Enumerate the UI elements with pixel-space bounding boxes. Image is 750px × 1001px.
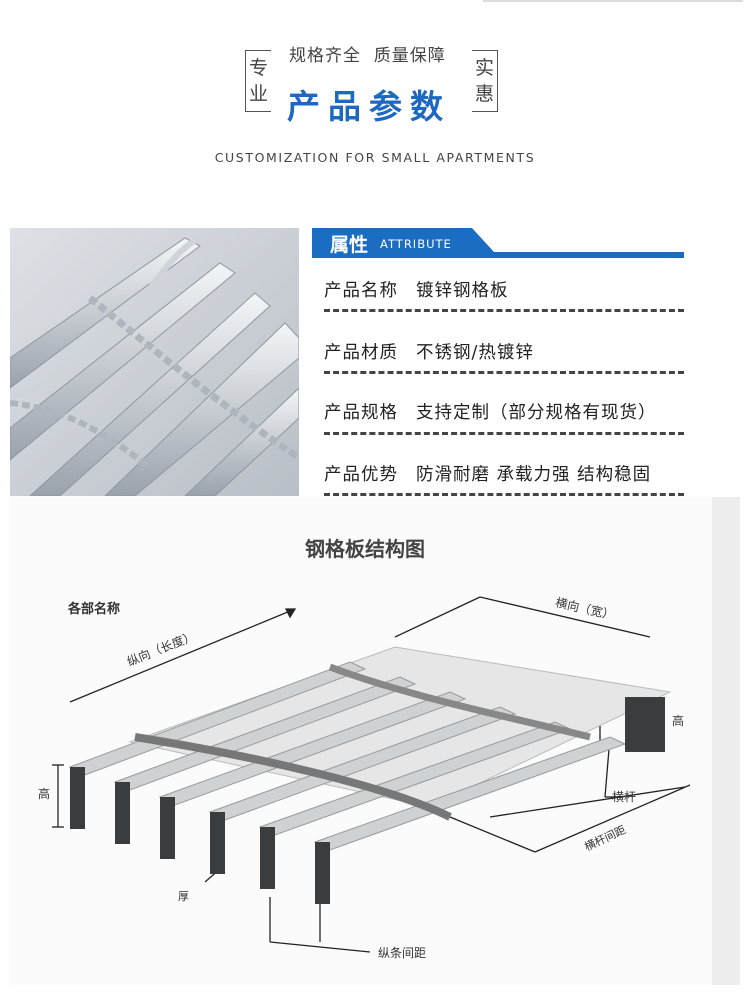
diagram-edge — [712, 497, 740, 985]
tag-affordable: 实惠 — [472, 50, 498, 112]
attribute-heading-bg — [312, 228, 684, 258]
product-photo — [10, 228, 299, 496]
attribute-heading-en: ATTRIBUTE — [380, 237, 452, 251]
attribute-row: 产品材质不锈钢/热镀锌 — [324, 339, 534, 364]
attribute-heading-cn: 属性 — [330, 234, 369, 256]
attribute-label: 产品名称 — [324, 281, 398, 301]
dashed-divider — [324, 371, 684, 374]
diagram-title: 钢格板结构图 — [305, 537, 425, 561]
attribute-row: 产品规格支持定制（部分规格有现货） — [324, 399, 657, 424]
attribute-value: 防滑耐磨 承载力强 结构稳固 — [416, 465, 652, 485]
tag-professional: 专业 — [245, 50, 271, 112]
attribute-value: 不锈钢/热镀锌 — [416, 343, 534, 363]
top-divider — [483, 0, 743, 2]
tag-char: 惠 — [474, 83, 494, 105]
dashed-divider — [324, 432, 684, 435]
label-height-right: 高 — [672, 714, 685, 728]
tag-char: 实 — [474, 57, 494, 79]
label-crossbar: 横杆 — [612, 790, 637, 804]
grating-diagram-drawing — [52, 596, 691, 953]
attribute-value: 支持定制（部分规格有现货） — [416, 403, 657, 423]
page-title: 产品参数 — [287, 87, 451, 126]
attribute-row: 产品优势防滑耐磨 承载力强 结构稳固 — [324, 461, 651, 486]
attribute-label: 产品材质 — [324, 343, 398, 363]
attribute-label: 产品规格 — [324, 403, 398, 423]
attribute-value: 镀锌钢格板 — [416, 281, 509, 301]
dashed-divider — [324, 309, 684, 312]
tag-char: 业 — [248, 83, 268, 105]
label-thickness: 厚 — [178, 890, 189, 903]
header-subtitle: 规格齐全 质量保障 — [289, 46, 446, 66]
english-subtitle: CUSTOMIZATION FOR SMALL APARTMENTS — [214, 150, 536, 165]
attribute-label: 产品优势 — [324, 465, 398, 485]
label-bar-spacing: 纵条间距 — [378, 946, 427, 960]
label-parts: 各部名称 — [68, 602, 121, 617]
label-height-left: 高 — [38, 787, 51, 801]
attribute-row: 产品名称镀锌钢格板 — [324, 277, 509, 302]
dashed-divider — [324, 493, 684, 496]
tag-char: 专 — [248, 57, 268, 79]
